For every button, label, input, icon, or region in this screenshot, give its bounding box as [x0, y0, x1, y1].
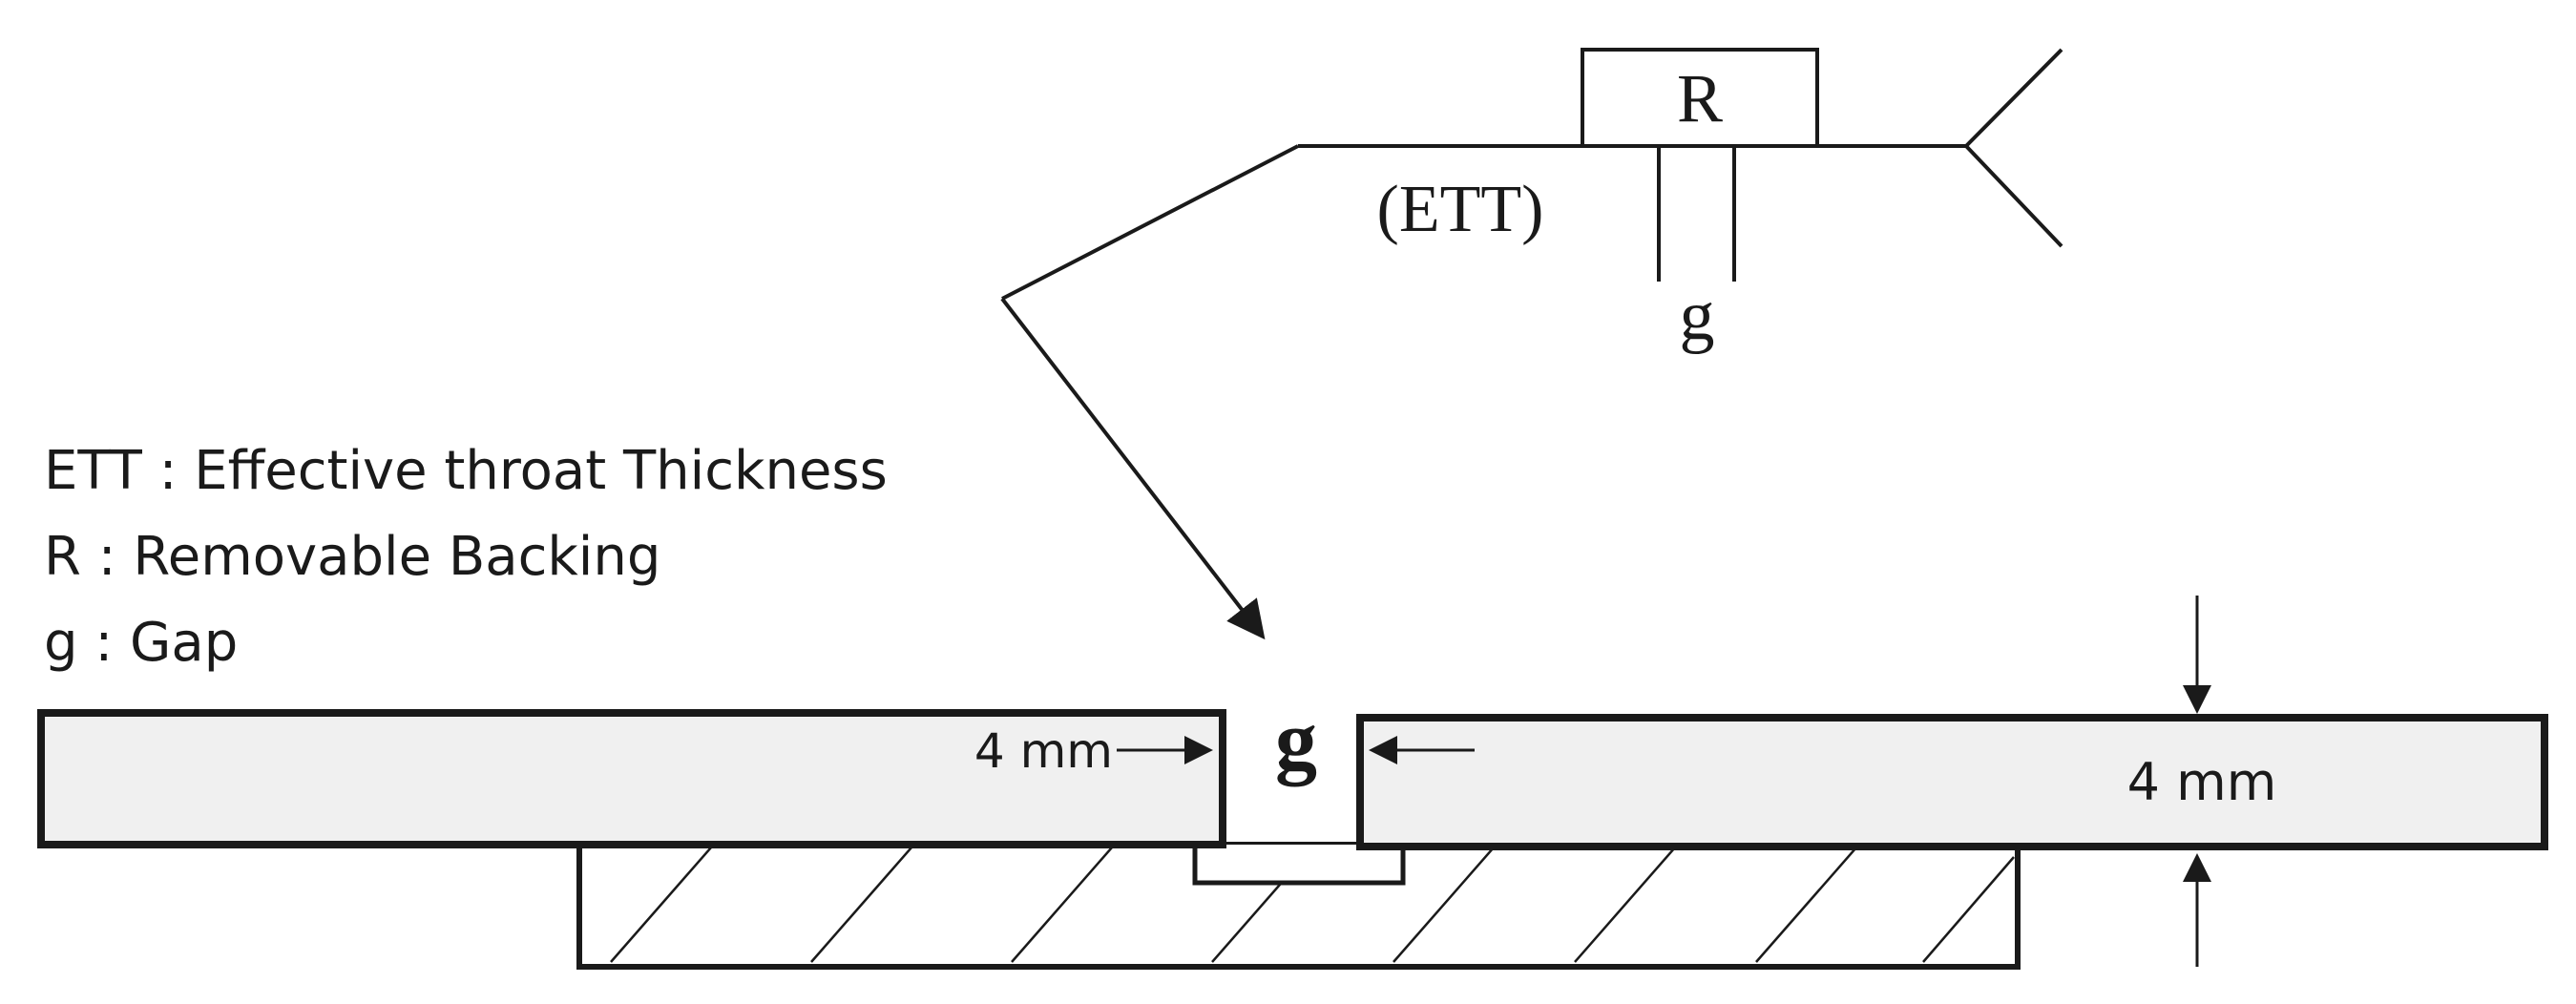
right-plate	[1356, 714, 2548, 850]
symbol-tail-upper	[1964, 48, 2063, 148]
legend-ett: ETT : Effective throat Thickness	[44, 440, 888, 502]
arrow-line	[1000, 297, 1266, 640]
backing-bar	[576, 842, 2021, 970]
left-plate	[37, 709, 1226, 848]
backing-symbol-box	[1581, 48, 1819, 148]
backing-notch	[1192, 845, 1406, 886]
ett-label: (ETT)	[1377, 173, 1544, 246]
symbol-gap-letter: g	[1680, 277, 1715, 355]
backing-letter: R	[1677, 60, 1723, 136]
gap-dimension-label: 4 mm	[974, 723, 1113, 779]
legend-gap: g : Gap	[44, 612, 239, 674]
thickness-dimension-label: 4 mm	[2127, 752, 2277, 812]
welding-symbol	[1000, 48, 2063, 640]
joint-gap-letter: g	[1275, 695, 1317, 787]
leader-line	[1001, 144, 1299, 301]
legend-backing: R : Removable Backing	[44, 526, 661, 588]
symbol-tail-lower	[1964, 144, 2063, 248]
